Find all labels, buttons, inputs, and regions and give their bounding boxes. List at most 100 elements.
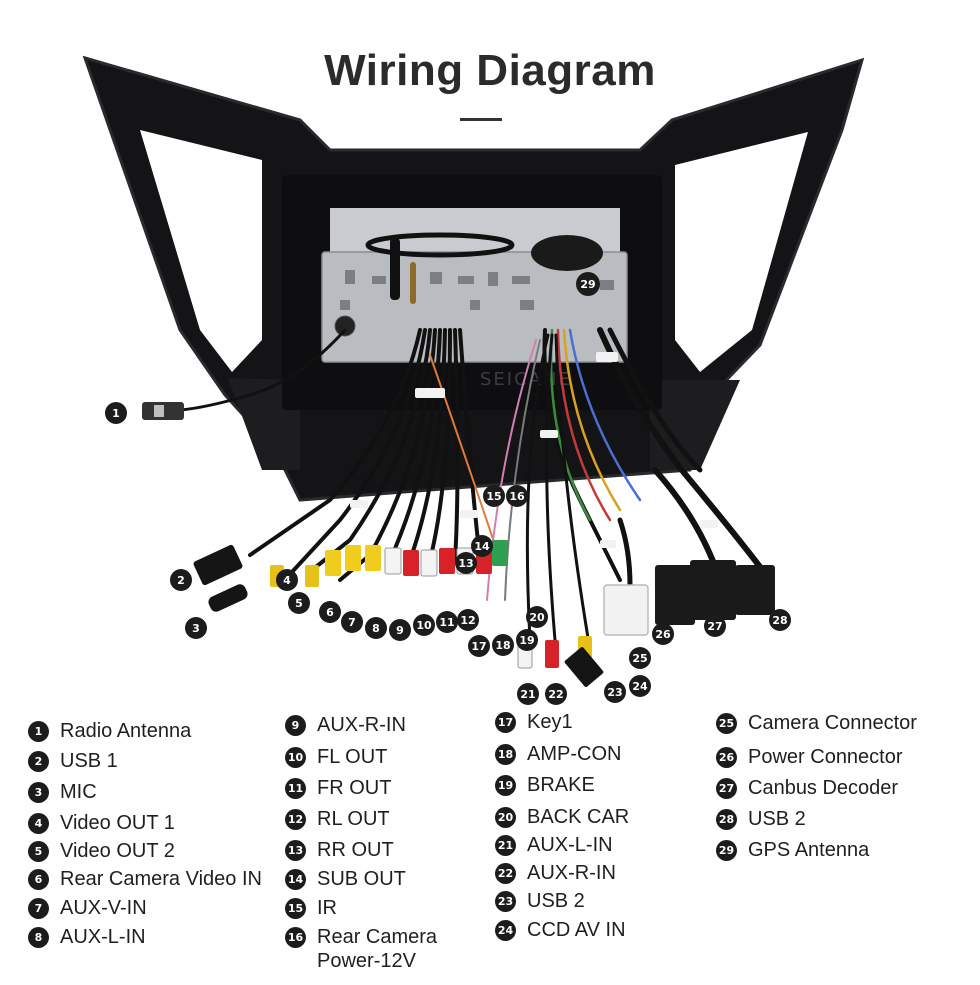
callout-badge: 27	[704, 615, 726, 637]
legend-number-badge: 10	[285, 747, 306, 768]
legend-label: AUX-R-IN	[317, 714, 406, 736]
gps-cable-coil	[365, 232, 515, 258]
legend-number-badge: 22	[495, 863, 516, 884]
callout-badge: 11	[436, 611, 458, 633]
legend-number-badge: 7	[28, 898, 49, 919]
callout-badge: 14	[471, 535, 493, 557]
callout-number: 1	[112, 407, 120, 420]
legend-number-badge: 21	[495, 835, 516, 856]
legend-number-badge: 18	[495, 744, 516, 765]
legend-label: IR	[317, 897, 337, 919]
callout-badge: 20	[526, 606, 548, 628]
callout-badge: 9	[389, 619, 411, 641]
bezel-right-window	[675, 132, 808, 372]
legend-number-badge: 19	[495, 775, 516, 796]
callout-badge: 2	[170, 569, 192, 591]
legend-label: USB 1	[60, 750, 118, 772]
callout-number: 12	[460, 614, 475, 627]
callout-number: 27	[707, 620, 722, 633]
gps-puck	[531, 235, 603, 271]
legend-label: BRAKE	[527, 774, 595, 796]
legend-label: RR OUT	[317, 839, 394, 861]
callout-number: 5	[295, 597, 303, 610]
callout-number: 11	[439, 616, 454, 629]
legend-item: 10 FL OUT	[285, 745, 387, 769]
callout-badge: 3	[185, 617, 207, 639]
legend-number-badge: 15	[285, 898, 306, 919]
callout-number: 16	[509, 490, 525, 503]
legend-number-badge: 12	[285, 809, 306, 830]
callout-number: 9	[396, 624, 404, 637]
legend-number-badge: 9	[285, 715, 306, 736]
callout-number: 10	[416, 619, 432, 632]
legend-label: MIC	[60, 781, 97, 803]
legend-label: AUX-R-IN	[527, 862, 616, 884]
legend-number-badge: 23	[495, 891, 516, 912]
callout-badge: 24	[629, 675, 651, 697]
legend-label: FL OUT	[317, 746, 388, 768]
callout-number: 18	[495, 639, 510, 652]
legend-number-badge: 20	[495, 807, 516, 828]
legend-number-badge: 5	[28, 841, 49, 862]
callout-badge: 17	[468, 635, 490, 657]
legend-label: AUX-L-IN	[527, 834, 613, 856]
legend-item: 2 USB 1	[28, 749, 118, 773]
legend-label: Camera Connector	[748, 712, 917, 734]
legend-number-badge: 1	[28, 721, 49, 742]
callout-badge: 15	[483, 485, 505, 507]
legend-label: RL OUT	[317, 808, 390, 830]
legend-item: 7 AUX-V-IN	[28, 896, 147, 920]
legend-label: Video OUT 2	[60, 840, 175, 862]
callout-badge: 6	[319, 601, 341, 623]
callout-badge: 5	[288, 592, 310, 614]
legend-number-badge: 28	[716, 809, 737, 830]
antenna-port	[334, 315, 356, 337]
legend-number-badge: 8	[28, 927, 49, 948]
callout-number: 17	[471, 640, 486, 653]
legend-label: Rear Camera Video IN	[60, 868, 262, 890]
callout-badge: 25	[629, 647, 651, 669]
callout-badge: 13	[455, 552, 477, 574]
callout-badge: 10	[413, 614, 435, 636]
callout-number: 8	[372, 622, 380, 635]
callout-badge: 12	[457, 609, 479, 631]
legend-item: 20 BACK CAR	[495, 805, 629, 829]
legend-item: 13 RR OUT	[285, 838, 394, 862]
legend-item: 9 AUX-R-IN	[285, 713, 406, 737]
callout-badge: 21	[517, 683, 539, 705]
legend-number-badge: 27	[716, 778, 737, 799]
legend-number-badge: 25	[716, 713, 737, 734]
head-unit-illustration: 29 SEICANE	[82, 55, 865, 705]
callout-badge: 23	[604, 681, 626, 703]
legend-number-badge: 13	[285, 840, 306, 861]
callout-number: 26	[655, 628, 671, 641]
callout-number: 14	[474, 540, 490, 553]
legend-label: Power Connector	[748, 746, 903, 768]
legend-item: 21 AUX-L-IN	[495, 833, 613, 857]
legend-number-badge: 2	[28, 751, 49, 772]
legend-number-badge: 4	[28, 813, 49, 834]
bezel-left-window	[140, 130, 262, 372]
title-underline	[460, 118, 502, 121]
legend-label: BACK CAR	[527, 806, 630, 828]
legend-number-badge: 14	[285, 869, 306, 890]
legend-number-badge: 11	[285, 778, 306, 799]
legend-label: AUX-V-IN	[60, 897, 147, 919]
callout-badge: 26	[652, 623, 674, 645]
legend-item: 19 BRAKE	[495, 773, 595, 797]
page-title: Wiring Diagram	[324, 46, 656, 95]
callout-badge: 19	[516, 629, 538, 651]
